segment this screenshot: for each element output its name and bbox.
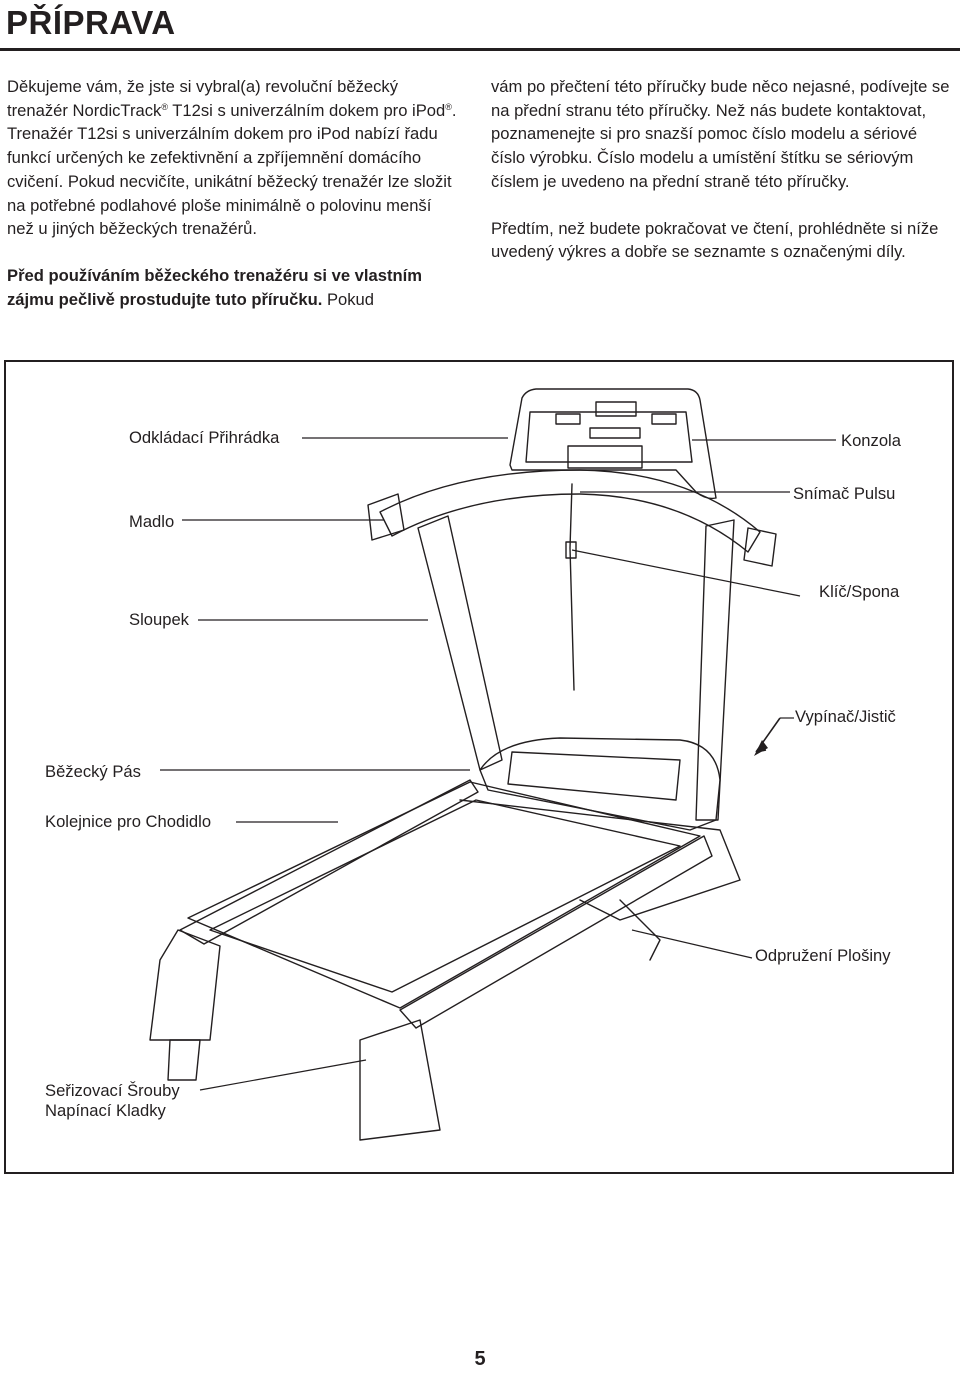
diagram-frame	[4, 360, 954, 1174]
label-cushion: Odpružení Plošiny	[754, 946, 892, 966]
label-adjust-bolts-1: Seřizovací Šrouby	[44, 1081, 181, 1101]
label-walking-belt: Běžecký Pás	[44, 762, 142, 782]
label-adjust-bolts-2: Napínací Kladky	[44, 1101, 167, 1121]
label-upright: Sloupek	[128, 610, 190, 630]
walking-deck	[187, 781, 701, 1009]
left-foot-rail	[179, 779, 479, 945]
intro-warning-bold: Před používáním běžeckého trenažéru si v…	[7, 265, 422, 309]
right-upright	[695, 519, 735, 821]
label-switch: Vypínač/Jistič	[794, 707, 897, 727]
intro-left-column: Děkujeme vám, že jste si vybral(a) revol…	[7, 75, 462, 334]
label-storage-tray: Odkládací Přihrádka	[128, 428, 281, 448]
intro-text-1a: Děkujeme vám, že jste si vybral(a) revol…	[7, 77, 399, 120]
right-foot-rail	[399, 835, 713, 1029]
title-rule	[0, 48, 960, 51]
intro-paragraph-2: Před používáním běžeckého trenažéru si v…	[7, 264, 462, 311]
intro-text-1b: T12si s univerzálním dokem pro iPod	[167, 100, 446, 120]
page-number: 5	[474, 1348, 486, 1370]
registered-mark: ®	[445, 101, 452, 112]
label-handrail: Madlo	[128, 512, 176, 532]
console-panel	[509, 388, 717, 500]
left-upright	[417, 515, 503, 771]
intro-right-flow: vám po přečtení této příručky bude něco …	[491, 75, 954, 287]
motor-hood	[479, 737, 721, 831]
intro-paragraph-3: Předtím, než budete pokračovat ve čtení,…	[491, 218, 939, 262]
label-pulse-sensor: Snímač Pulsu	[792, 484, 897, 504]
label-foot-rail: Kolejnice pro Chodidlo	[44, 812, 213, 832]
page-title: PŘÍPRAVA	[6, 4, 176, 41]
intro-text-1c: . Trenažér T12si s univerzálním dokem pr…	[7, 100, 457, 239]
label-key-clip: Klíč/Spona	[818, 582, 901, 602]
intro-paragraph-2-continued: vám po přečtení této příručky bude něco …	[491, 77, 950, 191]
registered-mark: ®	[161, 101, 168, 112]
label-console: Konzola	[840, 431, 902, 451]
intro-text-2: Pokud	[322, 289, 374, 309]
intro-paragraph-1: Děkujeme vám, že jste si vybral(a) revol…	[7, 75, 462, 241]
handlebar	[379, 469, 761, 553]
